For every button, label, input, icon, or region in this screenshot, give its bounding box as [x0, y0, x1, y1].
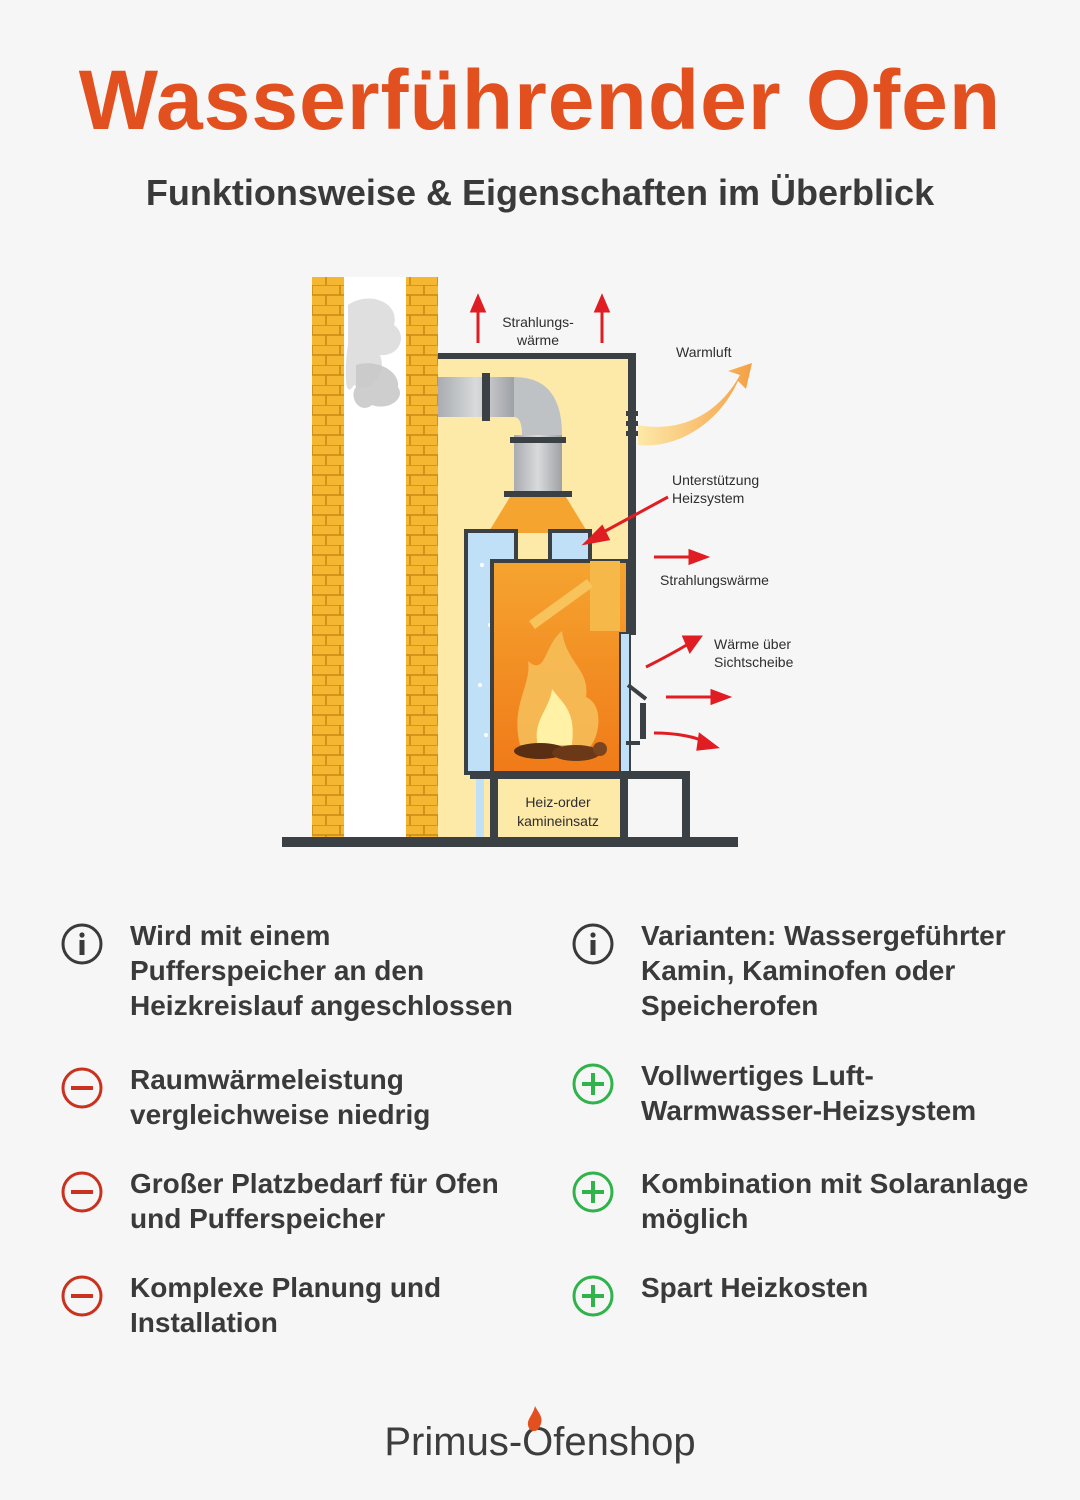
- label-strahlung-side: Strahlungswärme: [660, 572, 769, 588]
- label-insert-1: Heiz-order: [525, 794, 591, 810]
- feature-text: Raumwärmeleistung vergleichweise niedrig: [130, 1064, 431, 1130]
- logo-text-a: Primus-: [384, 1420, 523, 1464]
- floor-line: [282, 837, 738, 847]
- minus-icon: [61, 1275, 103, 1317]
- feature-text: Komplexe Planung und Installation: [130, 1272, 442, 1338]
- enclosure-wall: [628, 353, 636, 635]
- minus-icon: [61, 1067, 103, 1109]
- label-support-2: Heizsystem: [672, 490, 744, 506]
- radiation-arrows: [469, 293, 733, 751]
- info-icon: [572, 923, 614, 965]
- label-glass-1: Wärme über: [714, 636, 791, 652]
- logo-text-b: Ofenshop: [522, 1420, 696, 1464]
- feature-text: Großer Platzbedarf für Ofen und Puffersp…: [130, 1168, 499, 1234]
- stove-diagram: Strahlungs- wärme Warmluft Unterstützung…: [270, 265, 810, 865]
- label-glass-2: Sichtscheibe: [714, 654, 794, 670]
- feature-text: Vollwertiges Luft-Warmwasser-Heizsystem: [641, 1060, 977, 1126]
- feature-text: Spart Heizkosten: [641, 1272, 869, 1303]
- chimney-wall-left: [312, 277, 344, 837]
- warmluft-arrow: [638, 363, 752, 446]
- label-strahlung-top-1: Strahlungs-: [502, 314, 574, 330]
- info-icon: [61, 923, 103, 965]
- plus-icon: [572, 1063, 614, 1105]
- minus-icon: [61, 1171, 103, 1213]
- flames: [517, 631, 599, 747]
- label-warmluft: Warmluft: [676, 344, 732, 360]
- stove-base: [470, 771, 690, 779]
- water-jacket-top: [548, 529, 592, 563]
- label-support-1: Unterstützung: [672, 472, 759, 488]
- stove-hood: [488, 497, 588, 533]
- feature-text: Wird mit einem Pufferspeicher an den Hei…: [130, 920, 513, 1021]
- label-insert-2: kamineinsatz: [517, 813, 599, 829]
- page-title: Wasserführender Ofen: [78, 53, 1002, 147]
- plus-icon: [572, 1171, 614, 1213]
- label-strahlung-top-2: wärme: [516, 332, 559, 348]
- glass-window: [619, 632, 631, 774]
- page-subtitle: Funktionsweise & Eigenschaften im Überbl…: [145, 172, 935, 213]
- flue-pipe: [438, 377, 514, 417]
- chimney-wall-right: [406, 277, 438, 837]
- brand-logo: Primus-Ofenshop: [0, 1406, 1080, 1465]
- plus-icon: [572, 1275, 614, 1317]
- feature-text: Kombination mit Solaranlage möglich: [641, 1168, 1029, 1234]
- feature-text: Varianten: Wassergeführter Kamin, Kamino…: [641, 920, 1006, 1021]
- flame-icon: [527, 1406, 542, 1431]
